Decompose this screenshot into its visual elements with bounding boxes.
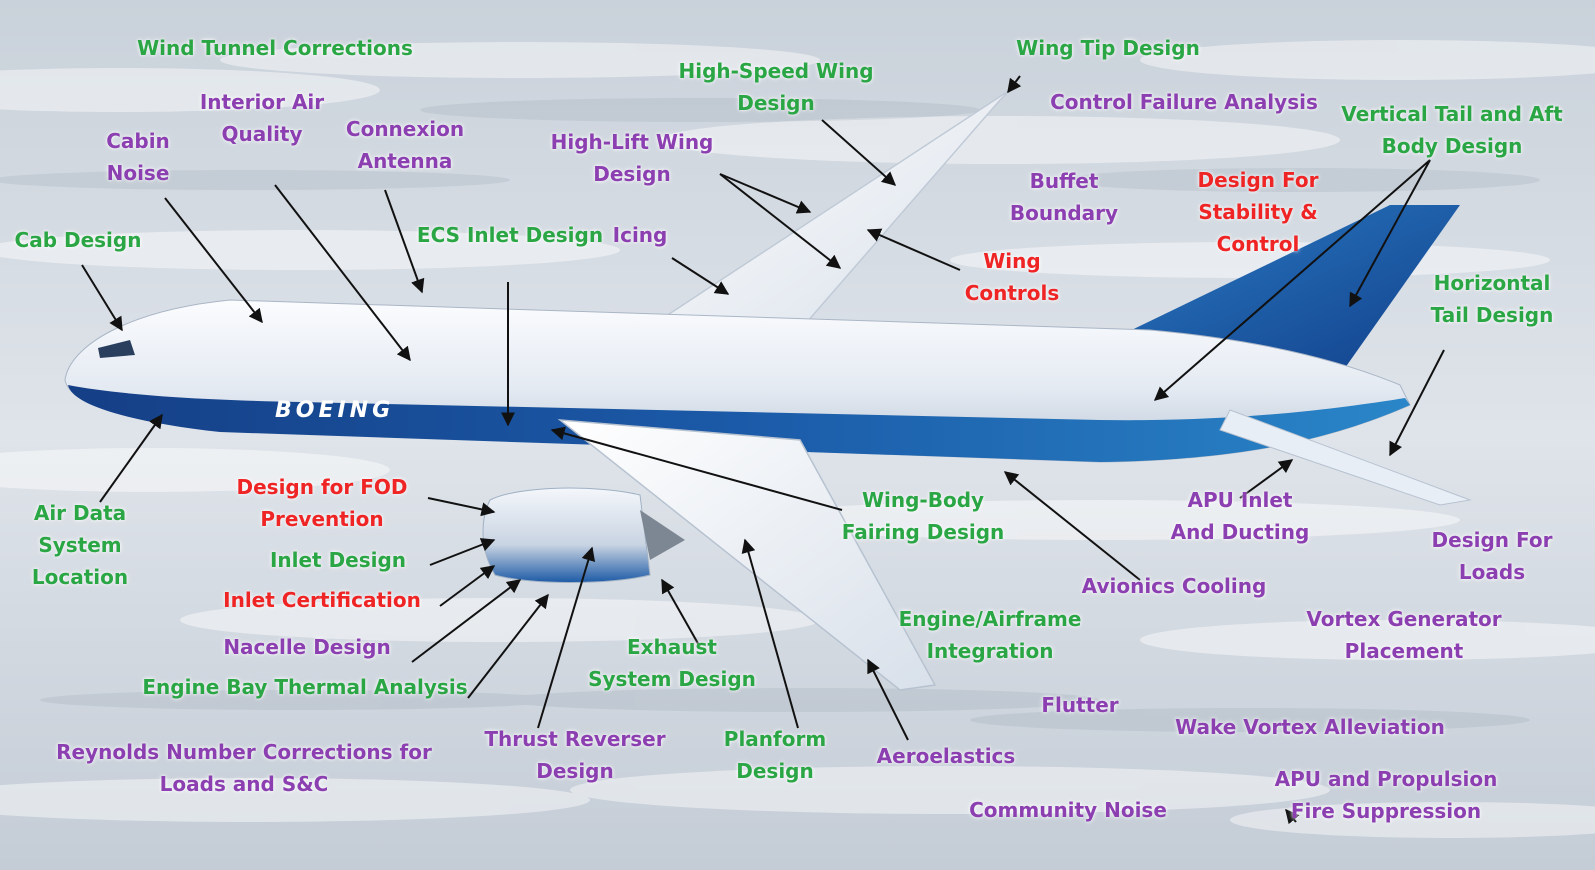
label-wing-tip-design: Wing Tip Design xyxy=(1016,32,1200,64)
label-planform-design: Planform Design xyxy=(724,723,826,787)
label-reynolds-number-corrections: Reynolds Number Corrections for Loads an… xyxy=(56,736,432,800)
label-high-lift-wing-design: High-Lift Wing Design xyxy=(551,126,714,190)
label-apu-propulsion-fire-suppression: APU and Propulsion Fire Suppression xyxy=(1275,763,1498,827)
label-connexion-antenna: Connexion Antenna xyxy=(346,113,464,177)
label-icing: Icing xyxy=(613,219,668,251)
label-design-for-stability-control: Design For Stability & Control xyxy=(1198,164,1319,260)
label-apu-inlet-ducting: APU Inlet And Ducting xyxy=(1171,484,1310,548)
label-nacelle-design: Nacelle Design xyxy=(223,631,390,663)
label-design-for-fod-prevention: Design for FOD Prevention xyxy=(237,471,408,535)
label-vortex-generator-placement: Vortex Generator Placement xyxy=(1306,603,1501,667)
label-flutter: Flutter xyxy=(1041,689,1118,721)
engine-nacelle xyxy=(483,488,650,582)
label-aeroelastics: Aeroelastics xyxy=(877,740,1016,772)
label-design-for-loads: Design For Loads xyxy=(1432,524,1553,588)
label-horizontal-tail-design: Horizontal Tail Design xyxy=(1431,267,1554,331)
label-inlet-certification: Inlet Certification xyxy=(223,584,421,616)
label-ecs-inlet-design: ECS Inlet Design xyxy=(417,219,603,251)
label-control-failure-analysis: Control Failure Analysis xyxy=(1050,86,1318,118)
label-buffet-boundary: Buffet Boundary xyxy=(1010,165,1118,229)
label-thrust-reverser-design: Thrust Reverser Design xyxy=(484,723,665,787)
label-wing-controls: Wing Controls xyxy=(965,245,1060,309)
label-wind-tunnel-corrections: Wind Tunnel Corrections xyxy=(137,32,413,64)
label-community-noise: Community Noise xyxy=(969,794,1167,826)
label-engine-airframe-integration: Engine/Airframe Integration xyxy=(899,603,1082,667)
label-cab-design: Cab Design xyxy=(15,224,142,256)
label-wake-vortex-alleviation: Wake Vortex Alleviation xyxy=(1175,711,1445,743)
label-wing-body-fairing-design: Wing-Body Fairing Design xyxy=(842,484,1005,548)
label-engine-bay-thermal-analysis: Engine Bay Thermal Analysis xyxy=(142,671,467,703)
brand-logo: BOEING xyxy=(275,398,394,423)
label-inlet-design: Inlet Design xyxy=(270,544,406,576)
label-interior-air-quality: Interior Air Quality xyxy=(200,86,324,150)
label-vertical-tail-aft-body-design: Vertical Tail and Aft Body Design xyxy=(1341,98,1562,162)
label-avionics-cooling: Avionics Cooling xyxy=(1082,570,1267,602)
label-high-speed-wing-design: High-Speed Wing Design xyxy=(678,55,873,119)
label-exhaust-system-design: Exhaust System Design xyxy=(588,631,756,695)
label-air-data-system-location: Air Data System Location xyxy=(32,497,128,593)
label-cabin-noise: Cabin Noise xyxy=(106,125,170,189)
